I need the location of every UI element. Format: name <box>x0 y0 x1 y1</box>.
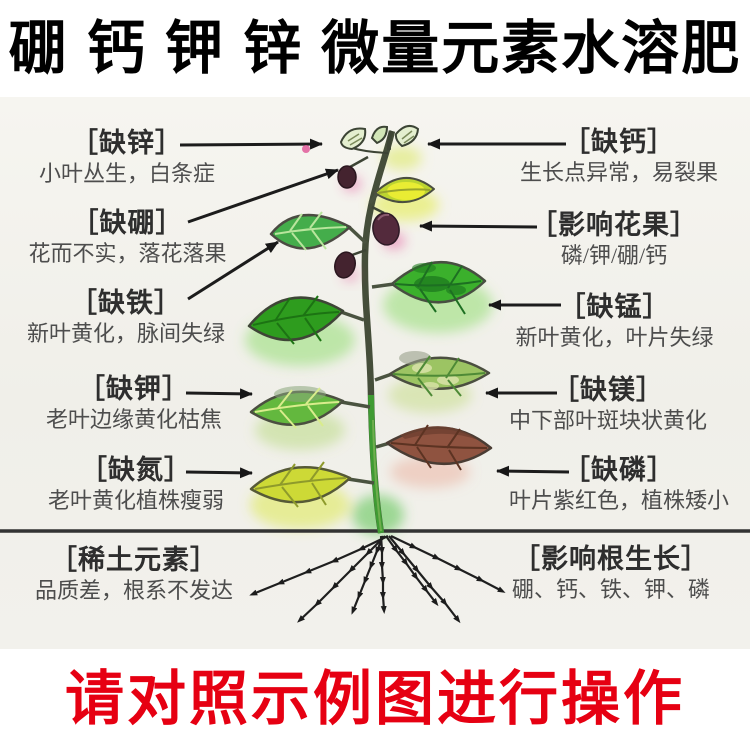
arrow-iron <box>187 240 279 301</box>
berry-top <box>337 155 369 191</box>
label-root-growth: ［影响根生长］ 硼、钙、铁、钾、磷 <box>497 544 725 603</box>
petiole <box>368 192 379 205</box>
petiole <box>374 372 393 382</box>
label-manganese-deficiency: ［缺锰］ 新叶黄化，叶片失绿 <box>502 292 727 351</box>
petiole <box>347 477 375 485</box>
label-desc: 新叶黄化，叶片失绿 <box>515 325 714 350</box>
flower-dot <box>302 145 310 153</box>
label-title: ［缺钙］ <box>563 127 675 157</box>
label-flower-fruit: ［影响花果］ 磷/钾/硼/钙 <box>500 210 728 269</box>
leaf-calcium-yellow-small <box>374 176 435 204</box>
arrow-phosphorus <box>496 465 570 477</box>
roots <box>249 535 506 624</box>
annotation-arrows <box>179 138 570 479</box>
label-title: ［缺硼］ <box>71 208 184 238</box>
berry-middle <box>371 205 405 249</box>
label-boron-deficiency: ［缺硼］ 花而不实，落花落果 <box>20 208 235 267</box>
arrow-potassium <box>185 388 253 400</box>
label-desc: 老叶边缘黄化枯焦 <box>45 407 222 432</box>
label-desc: 叶片紫红色，植株矮小 <box>508 488 729 513</box>
root <box>297 535 386 623</box>
label-potassium-deficiency: ［缺钾］ 老叶边缘黄化枯焦 <box>28 374 240 433</box>
label-desc: 生长点异常，易裂果 <box>519 160 718 185</box>
label-desc: 硼、钙、铁、钾、磷 <box>511 577 710 602</box>
berries <box>334 155 405 281</box>
leaf-magnesium-mottled <box>388 351 491 397</box>
label-title: ［缺镁］ <box>552 375 664 405</box>
footer-instruction: 请对照示例图进行操作 <box>64 666 685 732</box>
root <box>351 535 385 615</box>
label-desc: 老叶黄化植株瘦弱 <box>47 488 224 513</box>
arrow-flower-fruit <box>419 220 538 232</box>
label-title: ［缺钾］ <box>78 374 190 404</box>
petiole <box>348 226 368 245</box>
label-title: ［缺氮］ <box>80 455 192 485</box>
root <box>249 535 389 596</box>
label-zinc-deficiency: ［缺锌］ 小叶丛生，白条症 <box>22 128 232 187</box>
label-title: ［缺锌］ <box>71 128 183 158</box>
leaf-zinc-striped <box>269 211 352 251</box>
label-title: ［稀土元素］ <box>50 545 218 575</box>
stem <box>340 130 396 534</box>
label-desc: 新叶黄化，脉间失绿 <box>26 321 225 346</box>
label-title: ［影响花果］ <box>530 210 698 240</box>
label-title: ［缺锰］ <box>558 292 671 322</box>
product-title: 硼 钙 钾 锌 微量元素水溶肥 <box>8 16 742 81</box>
label-calcium-deficiency: ［缺钙］ 生长点异常，易裂果 <box>505 127 733 186</box>
petiole <box>340 400 371 409</box>
root <box>388 535 461 624</box>
arrow-nitrogen <box>185 467 253 479</box>
growing-point <box>302 124 420 154</box>
root <box>378 535 387 614</box>
root <box>390 535 506 593</box>
label-desc: 中下部叶斑块状黄化 <box>508 408 707 433</box>
leaf-iron-dark-green <box>247 295 345 345</box>
label-desc: 品质差，根系不发达 <box>34 578 233 603</box>
label-rare-earth: ［稀土元素］ 品质差，根系不发达 <box>25 545 243 604</box>
label-desc: 小叶丛生，白条症 <box>38 161 215 186</box>
leaf-nitrogen-yellow <box>249 461 352 508</box>
arrow-zinc <box>179 138 323 150</box>
petiole <box>371 282 395 289</box>
leaf-phosphorus-brown <box>385 424 493 471</box>
leaf-manganese-green <box>390 261 487 315</box>
label-iron-deficiency: ［缺铁］ 新叶黄化，脉间失绿 <box>20 288 232 347</box>
label-title: ［缺铁］ <box>70 288 182 318</box>
label-desc: 磷/钾/硼/钙 <box>560 243 668 268</box>
label-title: ［缺磷］ <box>563 455 675 485</box>
arrow-boron <box>187 168 339 224</box>
leaves <box>247 176 493 508</box>
leaf-potassium <box>249 386 345 429</box>
berry-lower <box>334 248 367 281</box>
petiole <box>340 310 365 322</box>
label-desc: 花而不实，落花落果 <box>28 241 227 266</box>
label-title: ［影响根生长］ <box>513 544 709 574</box>
label-phosphorus-deficiency: ［缺磷］ 叶片紫红色，植株矮小 <box>503 455 735 514</box>
label-magnesium-deficiency: ［缺镁］ 中下部叶斑块状黄化 <box>496 375 720 434</box>
label-nitrogen-deficiency: ［缺氮］ 老叶黄化植株瘦弱 <box>30 455 242 514</box>
